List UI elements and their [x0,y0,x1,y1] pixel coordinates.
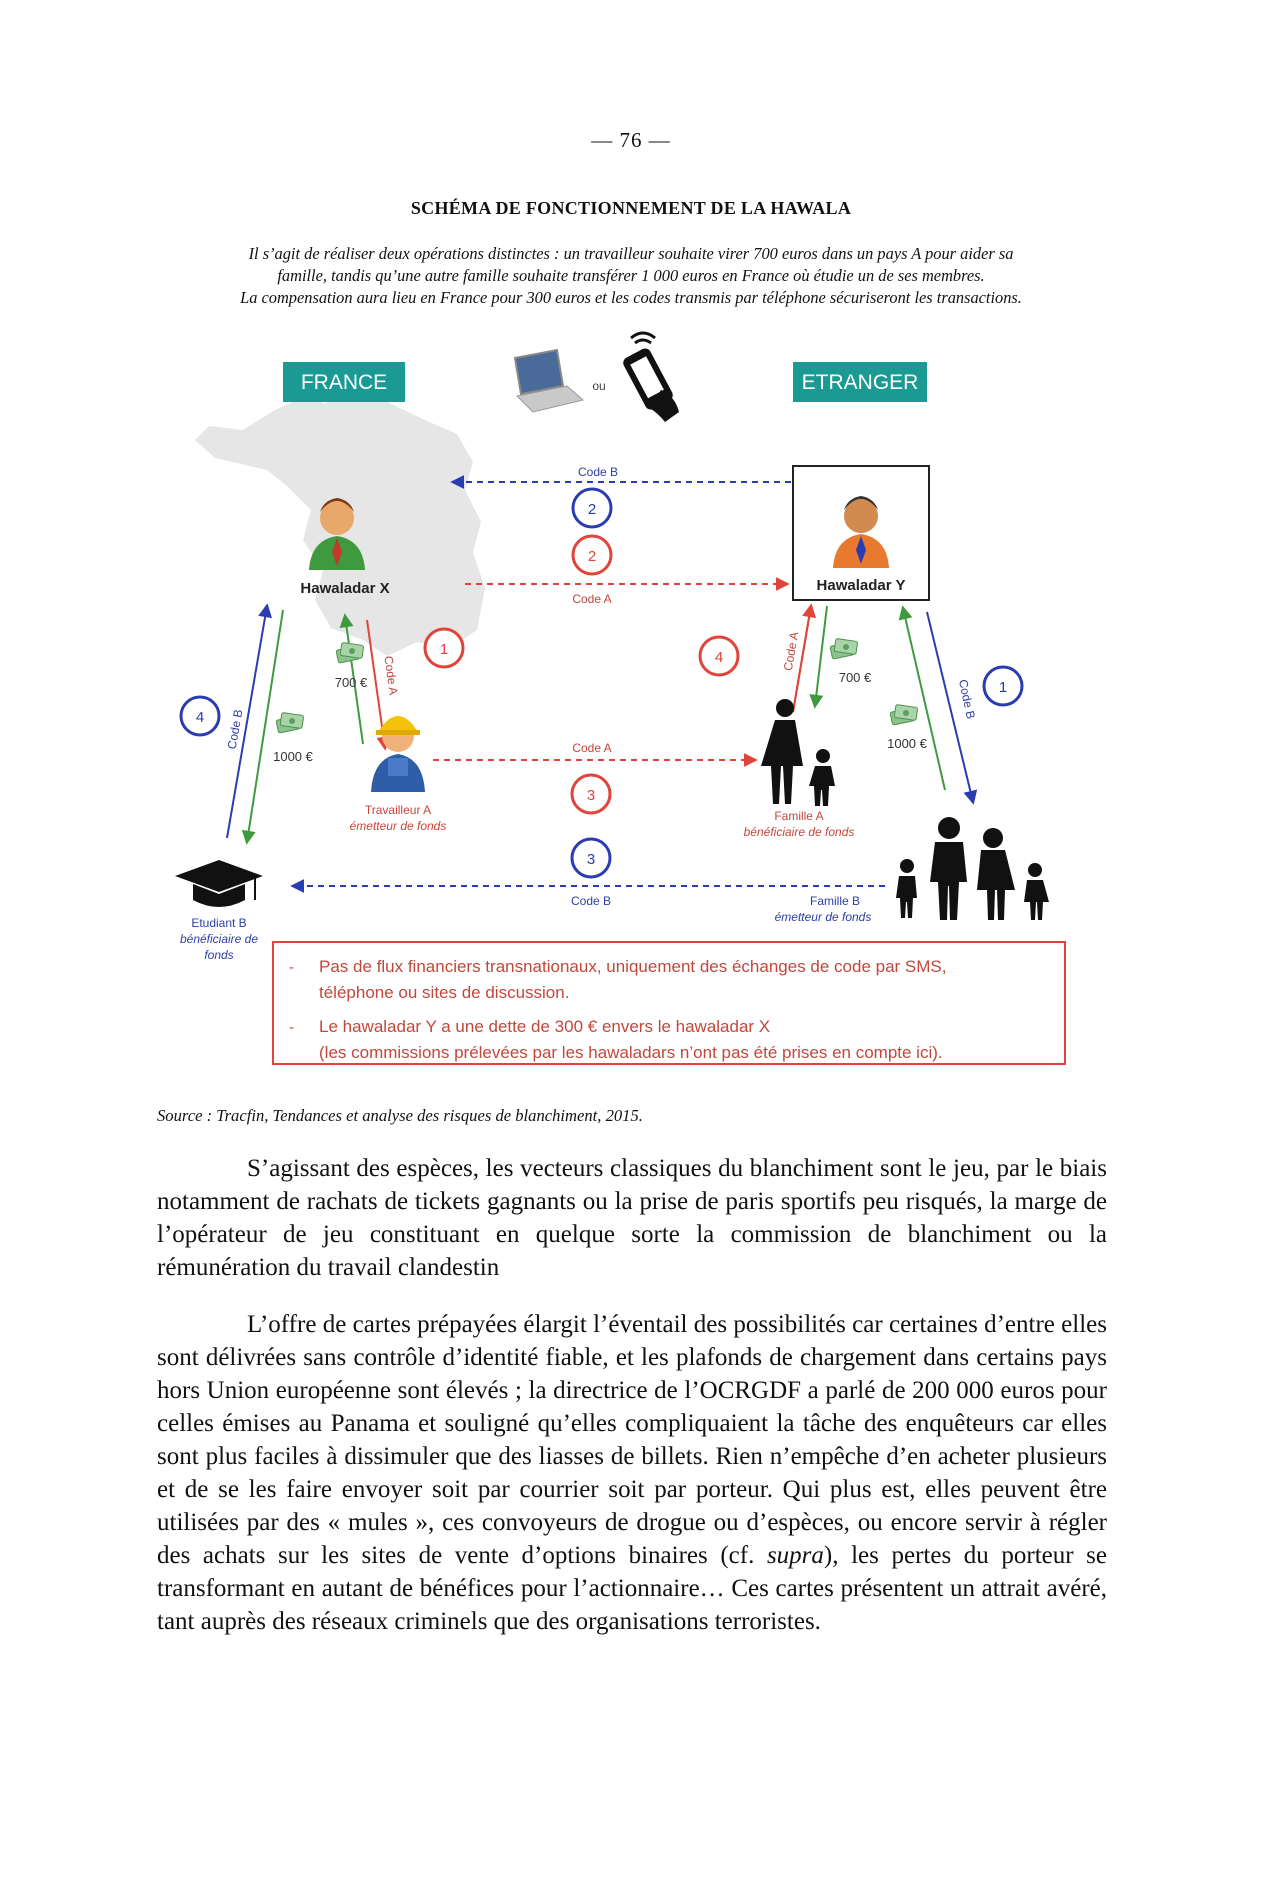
supra-italic: supra [766,1542,824,1569]
cash-icon [335,642,365,664]
france-label-box [283,362,405,402]
notes-box [272,941,1066,1065]
body-paragraph-2-part-2: ), les pertes du porteur se transformant… [157,1542,1108,1635]
hawaladar-y-icon [833,496,889,568]
famille-b-label: Famille B [810,894,860,908]
step-3-blue-badge [570,837,612,879]
hawaladar-y-label: Hawaladar Y [817,577,906,594]
cash-1000-arrow-right [898,605,946,791]
famille-b-role: émetteur de fonds [775,910,872,924]
step-4-blue-number: 4 [196,709,204,726]
code-b-label-right: Code B [956,678,978,720]
code-a-arrow-right [792,603,817,713]
smartphone-icon [623,331,679,422]
code-b-label-bottom: Code B [571,894,611,908]
hawala-diagram-svg: FRANCE ETRANGER ou Hawaladar X [175,331,1066,1065]
cash-icon [829,638,859,660]
amount-700-left: 700 € [335,675,368,690]
family-b-icon [896,817,1049,920]
worker-icon [371,716,425,792]
schema-intro: Il s’agit de réaliser deux opérations di… [160,243,1102,309]
step-1-red-number: 1 [440,641,448,658]
hawaladar-x-label: Hawaladar X [300,580,389,597]
code-a-label-top: Code A [572,592,611,606]
ou-label: ou [592,379,605,393]
laptop-icon [513,348,585,413]
step-4-blue-badge [179,695,221,737]
travailleur-a-role: émetteur de fonds [350,819,447,833]
france-label: FRANCE [301,371,387,394]
step-3-red-number: 3 [587,787,595,804]
step-2-red-number: 2 [588,548,596,565]
etranger-label-box [793,362,927,402]
source-note: Source : Tracfin, Tendances et analyse d… [157,1106,643,1125]
note-2-line-1: Le hawaladar Y a une dette de 300 € enve… [319,1017,770,1036]
step-3-blue-number: 3 [587,851,595,868]
step-1-blue-badge [982,665,1024,707]
etranger-label: ETRANGER [802,371,919,394]
step-3-red-badge [570,773,612,815]
code-a-label-right: Code A [781,631,802,672]
hawala-diagram: FRANCE ETRANGER ou Hawaladar X [155,330,1110,1095]
etudiant-b-role: bénéficiaire de [180,932,258,946]
body-paragraph-2-part-1: L’offre de cartes prépayées élargit l’év… [157,1311,1107,1569]
schema-title: SCHÉMA DE FONCTIONNEMENT DE LA HAWALA [410,198,852,218]
step-2-blue-number: 2 [588,501,596,518]
code-a-label-left: Code A [381,655,400,696]
famille-a-label: Famille A [774,809,823,823]
step-1-blue-number: 1 [999,679,1007,696]
etudiant-b-role-cont: fonds [204,948,233,962]
body-paragraph-1: S’agissant des espèces, les vecteurs cla… [157,1155,1107,1281]
cash-icon [889,704,919,726]
family-a-icon [761,699,835,806]
schema-intro-line: famille, tandis qu’une autre famille sou… [277,266,985,285]
code-b-label-left: Code B [225,708,246,750]
note-1-line-2: téléphone ou sites de discussion. [319,983,569,1002]
note-2-bullet: - [289,1019,294,1036]
famille-a-role: bénéficiaire de fonds [744,825,855,839]
schema-intro-line: La compensation aura lieu en France pour… [240,288,1022,307]
graduation-cap-icon [175,860,263,907]
code-b-arrow-left [226,603,272,839]
code-b-arrow-right [926,611,978,805]
etudiant-b-label: Etudiant B [191,916,246,930]
note-1-bullet: - [289,959,294,976]
note-2-line-2: (les commissions prélevées par les hawal… [319,1043,943,1062]
page-number: — 76 — [591,128,671,152]
cash-1000-arrow-left [241,609,284,845]
schema-intro-line: Il s’agit de réaliser deux opérations di… [248,244,1014,263]
step-1-red-badge [423,627,465,669]
travailleur-a-label: Travailleur A [365,803,431,817]
hawaladar-x-icon [309,498,365,570]
amount-1000-left: 1000 € [273,749,314,764]
amount-700-right: 700 € [839,670,872,685]
cash-icon [275,712,305,734]
cash-700-arrow-left [339,613,364,745]
code-b-label-top: Code B [578,465,618,479]
body-paragraph-2: L’offre de cartes prépayées élargit l’év… [157,1308,1107,1638]
step-4-red-number: 4 [715,649,723,666]
step-4-red-badge [698,635,740,677]
cash-700-arrow-right [809,605,828,709]
code-a-label-middle: Code A [572,741,611,755]
amount-1000-right: 1000 € [887,736,928,751]
note-1-line-1: Pas de flux financiers transnationaux, u… [319,957,947,976]
step-2-blue-badge [571,487,613,529]
step-2-red-badge [571,534,613,576]
